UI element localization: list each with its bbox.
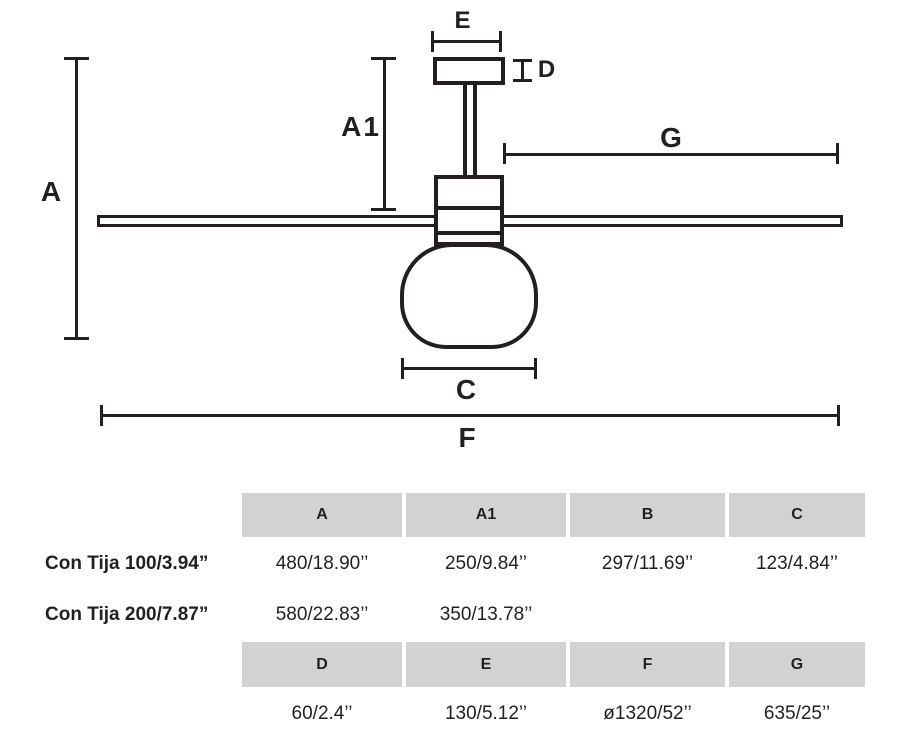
value-tija100-C: 123/4.84’’ [755, 553, 839, 574]
dim-c-tick-right [534, 358, 537, 379]
value-tija100-A: 480/18.90’’ [275, 553, 369, 574]
row-label-tija-100: Con Tija 100/3.94” [45, 553, 209, 574]
dim-g-label: G [660, 122, 684, 153]
value-tija100-A1: 250/9.84’’ [444, 553, 528, 574]
table-header-G: G [729, 642, 865, 687]
dim-a-line [75, 59, 78, 339]
dim-d-tick-top [513, 59, 532, 62]
dim-f-line [101, 414, 840, 417]
dim-g-line [504, 153, 839, 156]
dim-a-tick-top [64, 57, 89, 60]
table-header-D: D [242, 642, 402, 687]
table-header-F: F [570, 642, 725, 687]
table-header-C: C [729, 493, 865, 537]
dim-e-label: E [454, 7, 472, 34]
dim-f-label: F [458, 422, 478, 453]
dim-d-label: D [537, 56, 557, 83]
dim-c-label: C [455, 374, 479, 405]
fan-canopy [433, 57, 505, 85]
dim-a1-line [383, 59, 386, 210]
dim-a1-label: A1 [341, 111, 381, 142]
table-header-A1: A1 [406, 493, 566, 537]
dim-a1-tick-top [371, 57, 396, 60]
dim-a-label: A [40, 176, 64, 207]
dim-e-line [432, 40, 502, 43]
value-tija200-A1: 350/13.78’’ [439, 604, 533, 625]
dim-c-line [402, 367, 537, 370]
fan-motor-housing-seam-lower [437, 231, 501, 235]
value-E: 130/5.12’’ [444, 703, 528, 724]
fan-light-globe [400, 243, 538, 349]
dim-g-tick-right [836, 143, 839, 164]
table-header-B: B [570, 493, 725, 537]
dim-a-tick-bottom [64, 337, 89, 340]
fan-motor-housing-seam-upper [437, 206, 501, 210]
table-header-A: A [242, 493, 402, 537]
row-label-tija-200: Con Tija 200/7.87” [45, 604, 209, 625]
fan-motor-housing [434, 175, 504, 246]
dim-d-tick-bottom [513, 79, 532, 82]
dim-d-line [521, 61, 524, 80]
value-tija100-B: 297/11.69’’ [601, 553, 694, 574]
dim-a1-tick-bottom [371, 208, 396, 211]
dim-e-tick-right [499, 31, 502, 52]
value-F: ø1320/52’’ [603, 703, 692, 724]
dim-f-tick-right [837, 405, 840, 426]
table-header-E: E [406, 642, 566, 687]
value-tija200-C [729, 604, 865, 626]
value-tija200-A: 580/22.83’’ [275, 604, 369, 625]
value-tija200-B [570, 604, 725, 626]
value-D: 60/2.4’’ [291, 703, 353, 724]
value-G: 635/25’’ [763, 703, 831, 724]
fan-downrod [463, 83, 477, 177]
